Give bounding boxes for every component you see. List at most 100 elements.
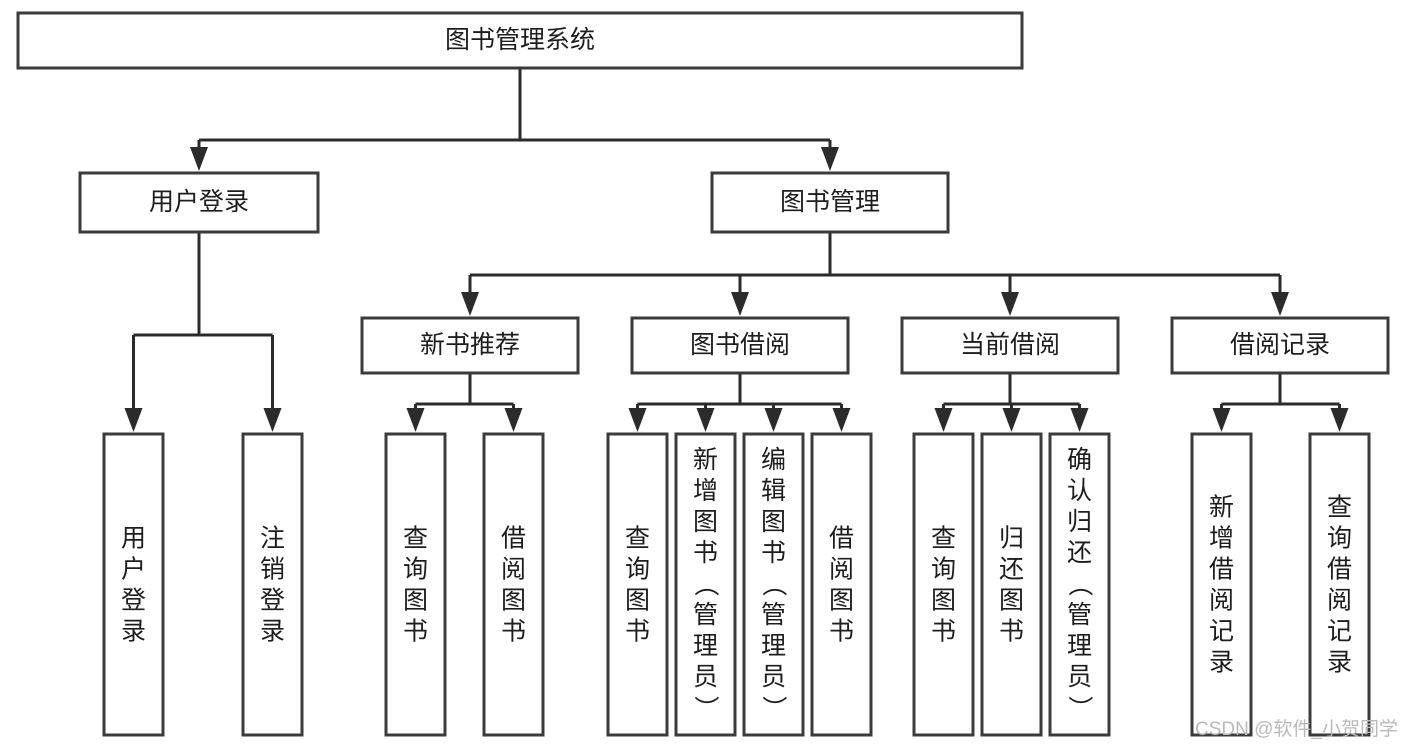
node-label-char: （	[760, 571, 788, 596]
node-label-char: 理	[1067, 632, 1092, 660]
node-root[interactable]: 图书管理系统	[16, 11, 1024, 70]
node-label-char: 登	[121, 587, 146, 615]
node-box	[241, 432, 304, 737]
node-label-char: 记	[1327, 618, 1352, 646]
node-label-char: 书	[403, 618, 428, 646]
node-box	[1190, 432, 1253, 737]
arrow-head-icon	[628, 408, 647, 432]
node-box	[360, 316, 580, 375]
node-box	[912, 432, 975, 737]
node-label-char: 查	[931, 525, 956, 553]
node-user-login[interactable]: 用户登录	[78, 171, 320, 234]
node-label-char: 图	[829, 587, 854, 615]
arrow-head-icon	[124, 408, 143, 432]
node-label: 用户登录	[149, 188, 249, 216]
node-label-char: 阅	[501, 556, 526, 584]
node-label-char: 录	[1209, 649, 1234, 677]
node-label: 图书管理系统	[445, 26, 595, 54]
node-box	[102, 432, 165, 737]
node-label-char: 图	[999, 587, 1024, 615]
node-label-char: 借	[829, 525, 854, 553]
node-leaf-user-login[interactable]: 用户登录	[102, 432, 165, 737]
node-label: 图书管理	[780, 188, 880, 216]
node-label-char: 用	[121, 525, 146, 553]
csdn-watermark: CSDN @软件_小贺同学	[1195, 718, 1398, 740]
arrow-head-icon	[832, 408, 851, 432]
arrow-head-icon	[1070, 408, 1089, 432]
arrow-head-icon	[461, 292, 479, 316]
node-book-borrow[interactable]: 图书借阅	[630, 316, 850, 375]
node-label-char: 认	[1067, 477, 1092, 505]
node-current-borrow[interactable]: 当前借阅	[900, 316, 1120, 375]
node-label-char: 书	[931, 618, 956, 646]
node-label-char: 询	[403, 556, 428, 584]
node-label-char: 图	[501, 587, 526, 615]
nodes-layer: 图书管理系统用户登录图书管理新书推荐图书借阅当前借阅借阅记录用户登录注销登录查询…	[16, 11, 1390, 737]
node-label-char: 管	[1067, 601, 1092, 629]
node-label-char: 录	[260, 618, 285, 646]
node-label-char: 户	[121, 556, 146, 584]
node-label-char: 查	[1327, 494, 1352, 522]
node-label-char: 理	[761, 632, 786, 660]
node-label-char: 新	[1209, 494, 1234, 522]
node-label-char: 销	[260, 556, 285, 584]
node-label-char: 增	[693, 477, 718, 505]
connectors-layer	[124, 68, 1349, 432]
node-label-char: 书	[693, 539, 718, 567]
arrow-head-icon	[696, 408, 715, 432]
node-label-char: 记	[1209, 618, 1234, 646]
node-label-char: 增	[1209, 525, 1234, 553]
node-box	[78, 171, 320, 234]
node-label-char: 书	[625, 618, 650, 646]
node-box	[482, 432, 545, 737]
arrow-head-icon	[1001, 292, 1019, 316]
node-label-char: 借	[501, 525, 526, 553]
node-box	[1170, 316, 1390, 375]
node-label-char: 还	[1067, 539, 1092, 567]
node-label-char: 录	[1327, 649, 1352, 677]
node-label-char: 书	[501, 618, 526, 646]
arrow-head-icon	[504, 408, 523, 432]
node-label-char: ）	[692, 695, 720, 720]
node-label-char: 书	[761, 539, 786, 567]
node-label-char: 归	[1067, 508, 1092, 536]
arrow-head-icon	[1271, 292, 1289, 316]
node-label-char: 书	[829, 618, 854, 646]
node-label-char: 注	[260, 525, 285, 553]
node-box	[674, 432, 737, 737]
node-label-char: 管	[693, 601, 718, 629]
arrow-head-icon	[1330, 408, 1349, 432]
arrow-head-icon	[406, 408, 425, 432]
node-new-book-rec[interactable]: 新书推荐	[360, 316, 580, 375]
node-label-char: 图	[761, 508, 786, 536]
node-borrow-record[interactable]: 借阅记录	[1170, 316, 1390, 375]
node-label-char: 询	[625, 556, 650, 584]
node-label-char: 阅	[1327, 587, 1352, 615]
node-box	[900, 316, 1120, 375]
node-box	[606, 432, 669, 737]
node-box	[630, 316, 850, 375]
arrow-head-icon	[1002, 408, 1021, 432]
node-book-manage[interactable]: 图书管理	[710, 171, 950, 234]
node-label-char: 阅	[829, 556, 854, 584]
node-box	[742, 432, 805, 737]
arrow-head-icon	[731, 292, 749, 316]
node-label-char: 还	[999, 556, 1024, 584]
node-label-char: 图	[931, 587, 956, 615]
node-box	[1048, 432, 1111, 737]
arrow-head-icon	[1212, 408, 1231, 432]
